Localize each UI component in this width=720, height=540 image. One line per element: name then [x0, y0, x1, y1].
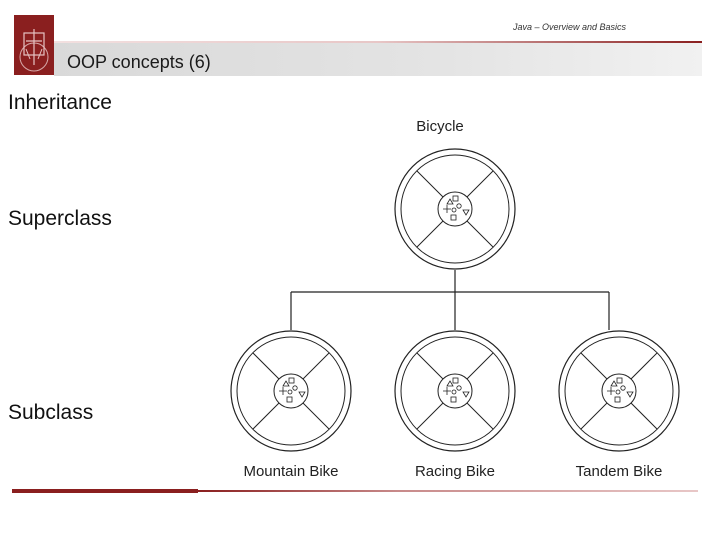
label-subclass-mountain: Mountain Bike: [243, 463, 338, 480]
slide-title: OOP concepts (6): [67, 52, 211, 72]
object-circle-icon: [230, 330, 352, 452]
object-circle-icon: [394, 148, 516, 270]
term-inheritance: Inheritance: [8, 91, 112, 114]
header-subtitle: Java – Overview and Basics: [512, 22, 626, 32]
object-circle-icon: [394, 330, 516, 452]
footer-line: [198, 490, 698, 492]
header-accent-line: [54, 41, 702, 43]
header-bar: [54, 43, 702, 76]
label-superclass: Bicycle: [416, 118, 464, 135]
term-subclass: Subclass: [8, 401, 94, 424]
footer-accent-bar: [12, 489, 198, 493]
term-superclass: Superclass: [8, 207, 112, 230]
university-crest-icon: [14, 15, 54, 75]
inheritance-diagram: Bicycle Mountain Bike Racing Bike Tandem…: [230, 118, 680, 480]
label-subclass-racing: Racing Bike: [415, 463, 495, 480]
object-circle-icon: [558, 330, 680, 452]
label-subclass-tandem: Tandem Bike: [576, 463, 663, 480]
